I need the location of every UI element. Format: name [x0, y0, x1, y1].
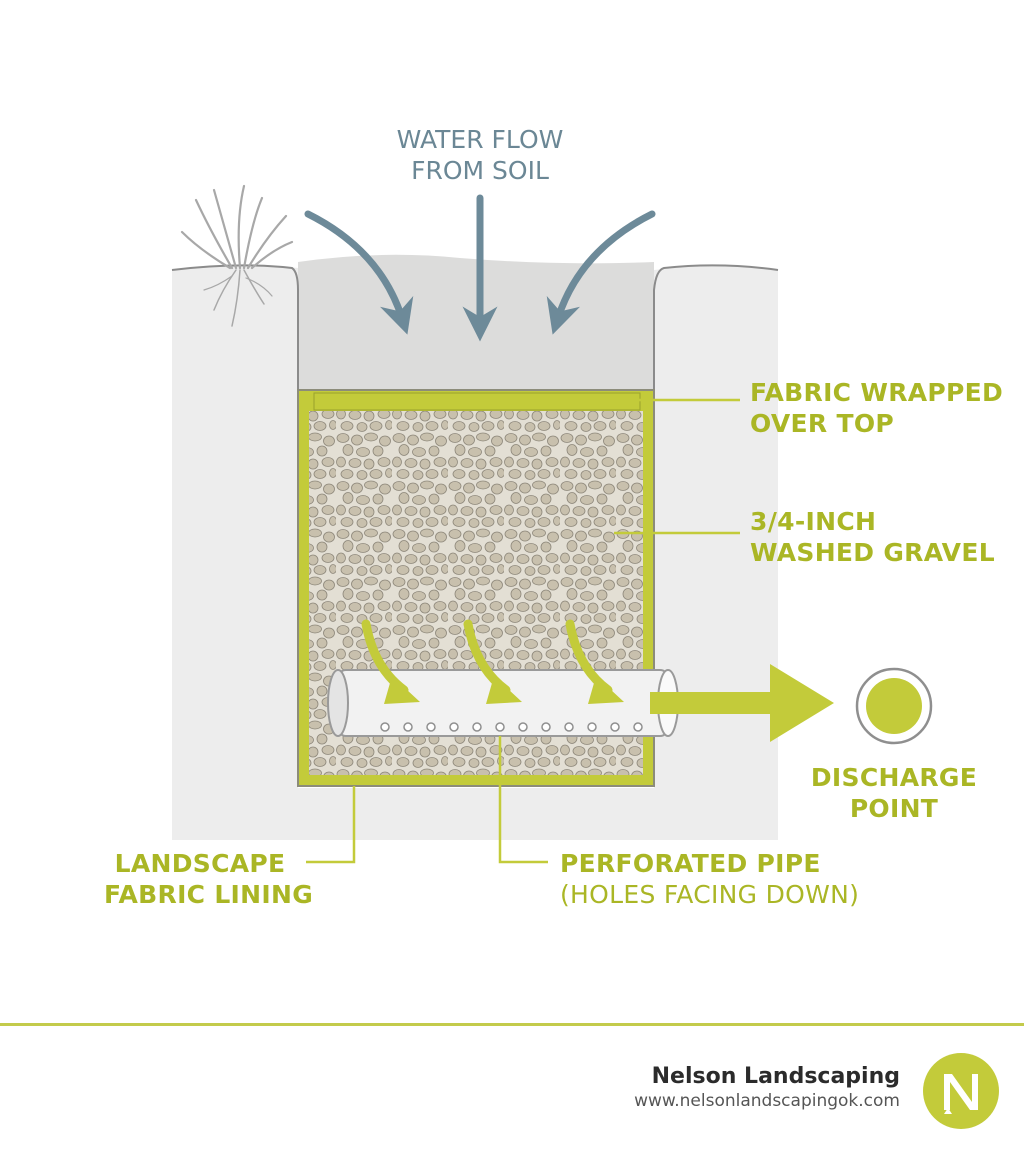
gravel-label: 3/4-INCH WASHED GRAVEL	[750, 507, 995, 567]
trench-floor-soil	[172, 788, 778, 840]
brand-name: Nelson Landscaping	[651, 1064, 900, 1089]
grass-icon	[180, 184, 294, 327]
flow-arrow-icon	[361, 619, 624, 704]
fabric-top-label: FABRIC WRAPPED OVER TOP	[750, 378, 1004, 438]
ground-line	[171, 264, 299, 390]
discharge-arrow	[650, 664, 834, 742]
french-drain-diagram	[171, 184, 933, 864]
discharge-point-label: DISCHARGE POINT	[810, 763, 978, 823]
water-arrow-icon	[304, 194, 656, 342]
topsoil-backfill	[298, 254, 654, 390]
soil-ground	[172, 265, 298, 840]
fabric-lining-label: LANDSCAPE FABRIC LINING	[104, 849, 314, 909]
discharge-point-icon	[855, 667, 933, 745]
ground-line-right	[653, 264, 779, 390]
pipe-label: PERFORATED PIPE (HOLES FACING DOWN)	[560, 849, 860, 909]
brand-url[interactable]: www.nelsonlandscapingok.com	[634, 1091, 900, 1111]
fabric-top-wrap	[313, 392, 641, 411]
leader-lines	[306, 398, 740, 864]
water-flow-label: WATER FLOW FROM SOIL	[396, 125, 564, 185]
nelson-logo-icon[interactable]	[922, 1052, 1000, 1130]
footer-divider	[0, 1023, 1024, 1026]
